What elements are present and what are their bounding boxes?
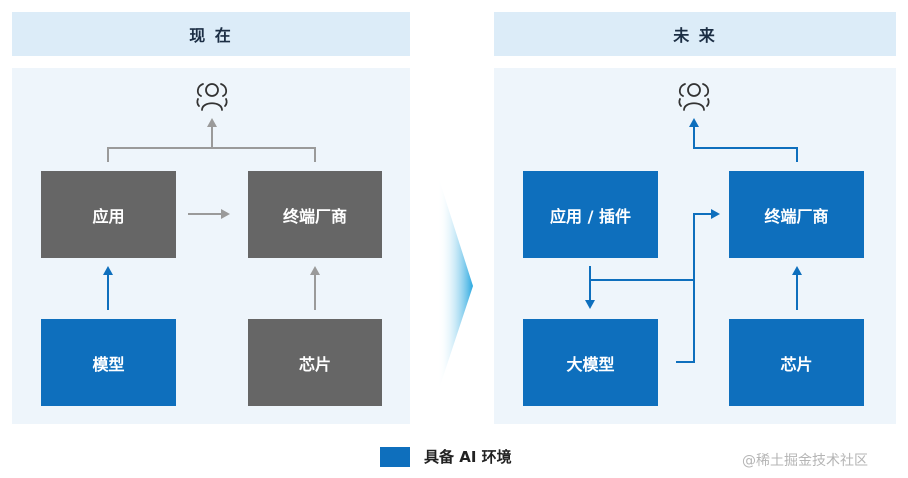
watermark: @稀土掘金技术社区 — [742, 453, 868, 469]
header-future: 未 来 — [494, 12, 896, 56]
user-icon — [196, 83, 228, 111]
now-app-box: 应用 — [41, 171, 176, 258]
now-chip-box: 芯片 — [248, 319, 382, 406]
legend-label: 具备 AI 环境 — [424, 448, 512, 466]
future-model-to-vendor — [676, 213, 712, 363]
legend-swatch — [380, 447, 410, 467]
user-icon — [678, 83, 710, 111]
future-vendor-to-user — [693, 124, 798, 162]
future-chip-box: 芯片 — [729, 319, 864, 406]
future-app-box: 应用 / 插件 — [523, 171, 658, 258]
now-user-connector — [107, 124, 316, 162]
header-now: 现 在 — [12, 12, 410, 56]
now-model-box: 模型 — [41, 319, 176, 406]
chevron-right-icon — [438, 176, 473, 392]
future-vendor-box: 终端厂商 — [729, 171, 864, 258]
future-model-box: 大模型 — [523, 319, 658, 406]
now-vendor-box: 终端厂商 — [248, 171, 382, 258]
